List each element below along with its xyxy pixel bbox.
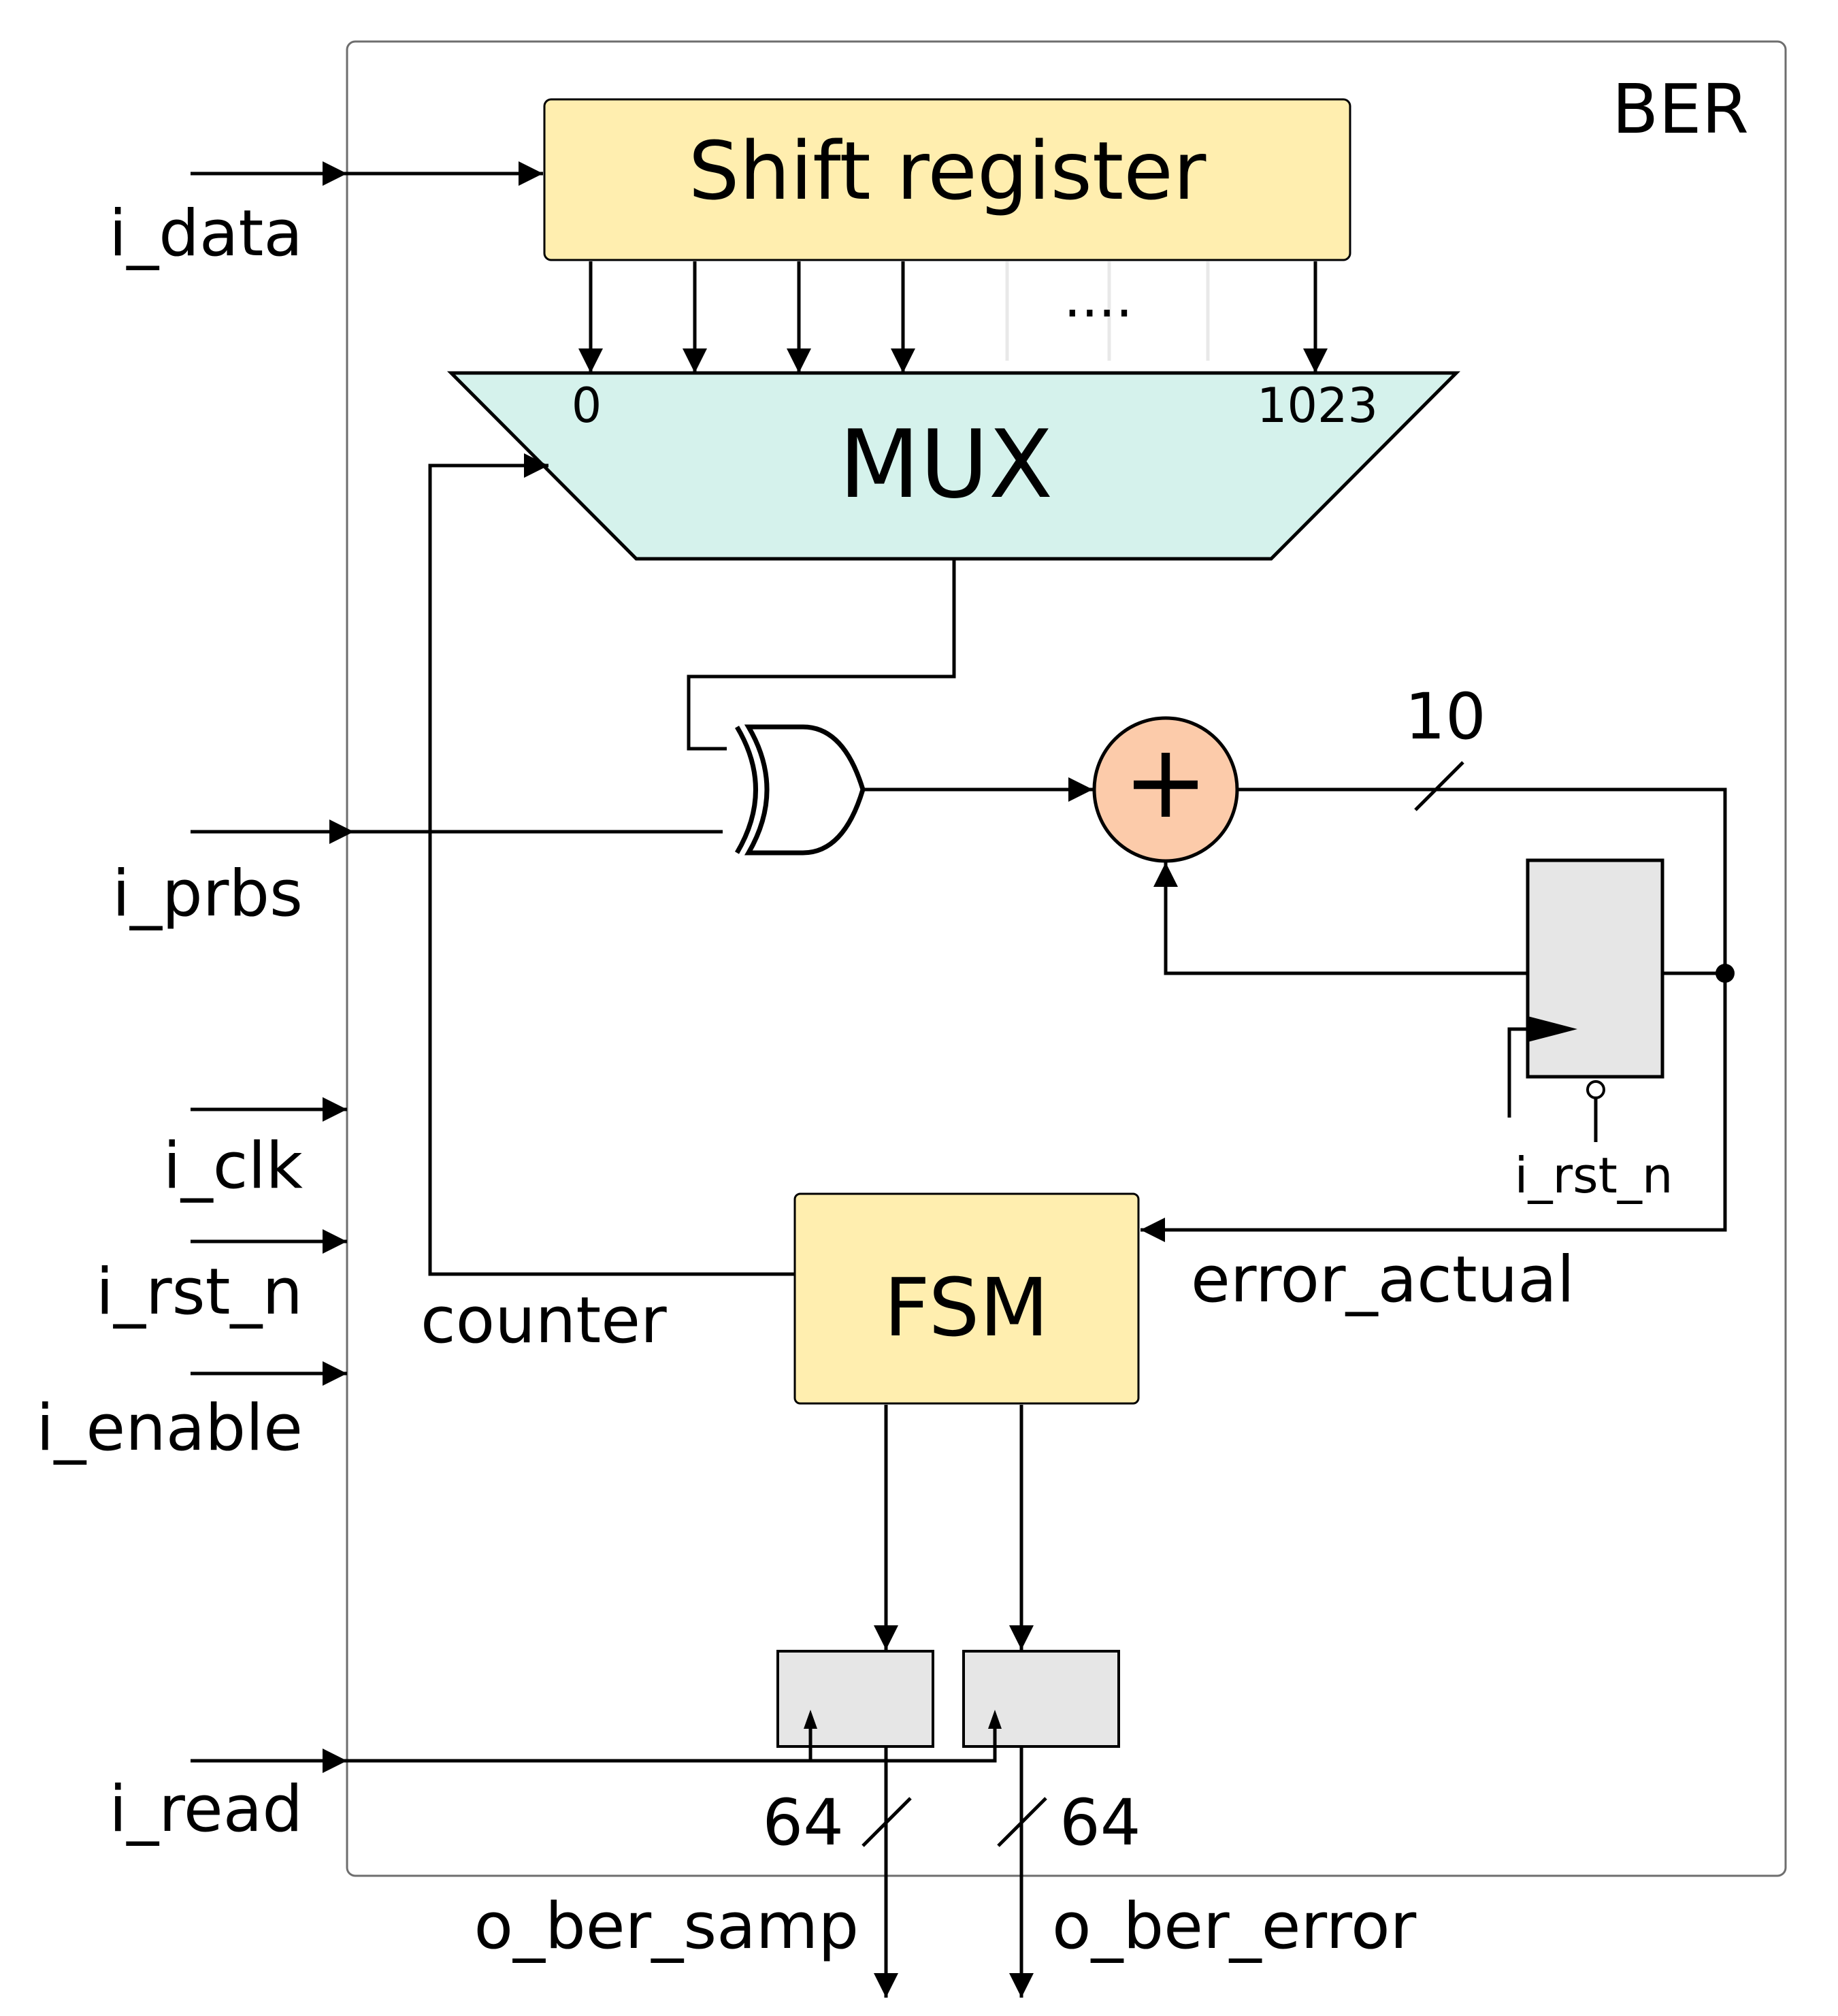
accumulator-reset-label: i_rst_n — [1515, 1147, 1673, 1204]
samp-clock-arrow-icon — [804, 1710, 817, 1729]
shift-register-block — [543, 98, 1351, 261]
mux-input-last-label: 1023 — [1257, 378, 1378, 434]
ber-module-border — [346, 40, 1787, 1877]
wire-adder-to-node — [1237, 787, 1727, 973]
bus-width-error-label: 64 — [1060, 1786, 1141, 1860]
mux-input-first-label: 0 — [572, 378, 602, 434]
bus-width-slash-10 — [1414, 761, 1464, 811]
accumulator-clock-arrow-icon — [1528, 1016, 1577, 1042]
i-data-label: i_data — [109, 197, 303, 271]
xor-gate — [734, 724, 866, 856]
error-output-register — [962, 1650, 1120, 1748]
wire-register-feedback-to-adder — [1153, 862, 1528, 975]
error-clock-arrow-icon — [988, 1710, 1002, 1729]
error-actual-label: error_actual — [1191, 1243, 1575, 1317]
shift-register-label: Shift register — [689, 124, 1207, 218]
samp-output-register — [776, 1650, 934, 1748]
i-rst-n-label: i_rst_n — [96, 1255, 303, 1329]
wire-mux-to-xor — [687, 559, 956, 751]
module-label: BER — [1612, 69, 1749, 149]
i-enable-label: i_enable — [36, 1391, 303, 1465]
fsm-label: FSM — [884, 1261, 1049, 1354]
wire-read-to-registers — [347, 1717, 997, 1763]
wire-error-actual-to-fsm — [1140, 973, 1727, 1242]
bus-width-slash-samp — [861, 1797, 912, 1847]
o-ber-error-label: o_ber_error — [1052, 1889, 1417, 1964]
i-prbs-label: i_prbs — [112, 857, 303, 931]
tap-ellipsis: .... — [1064, 266, 1133, 329]
bus-width-slash-error — [997, 1797, 1047, 1847]
accumulator-register — [1526, 858, 1664, 1079]
bus-width-10-label: 10 — [1405, 680, 1486, 754]
counter-label: counter — [421, 1284, 667, 1358]
adder-plus-icon: + — [1123, 723, 1209, 841]
fsm-block — [793, 1192, 1140, 1405]
i-clk-label: i_clk — [163, 1129, 303, 1203]
mux-label: MUX — [839, 410, 1053, 519]
i-read-label: i_read — [109, 1772, 303, 1847]
accumulator-clock-input — [1507, 1027, 1528, 1118]
accumulator-reset-bubble-icon — [1586, 1080, 1605, 1099]
bus-width-samp-label: 64 — [762, 1786, 844, 1860]
o-ber-samp-label: o_ber_samp — [474, 1889, 859, 1964]
wire-counter-to-mux-select — [428, 453, 798, 1276]
mux-block — [446, 371, 1461, 561]
